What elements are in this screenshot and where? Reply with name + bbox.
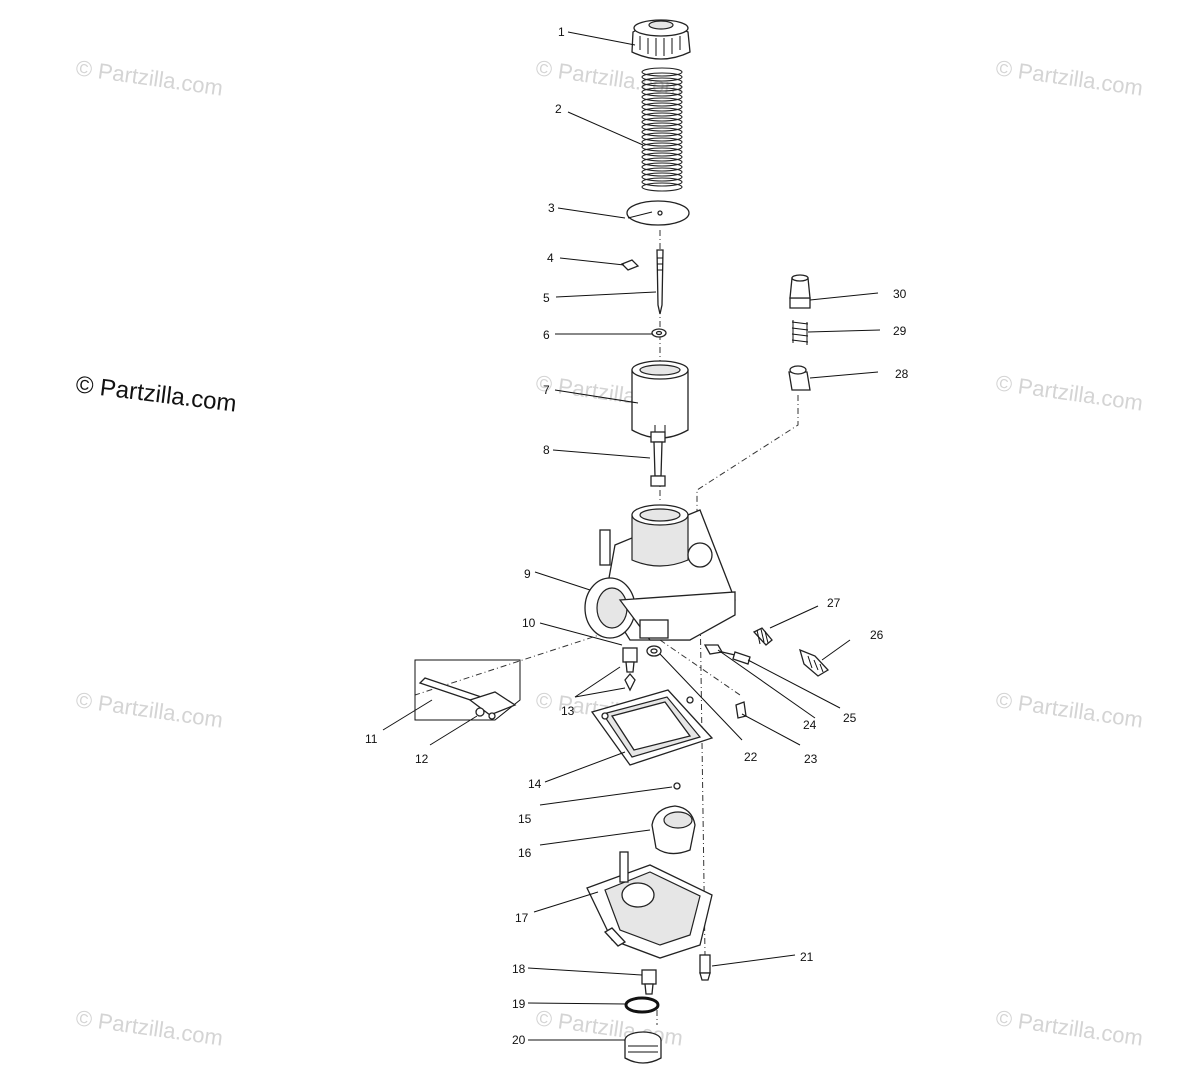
callout-20: 20 xyxy=(512,1033,526,1047)
watermark-faint: © Partzilla.com xyxy=(994,1005,1144,1050)
callout-4: 4 xyxy=(547,251,554,265)
callout-18: 18 xyxy=(512,962,526,976)
callout-layer: 1 2 3 4 5 6 7 8 9 10 11 12 13 14 15 16 1… xyxy=(365,25,909,1047)
callout-27: 27 xyxy=(827,596,841,610)
callout-9: 9 xyxy=(524,567,531,581)
part-pilot-jet xyxy=(624,672,636,692)
watermark-faint: © Partzilla.com xyxy=(74,55,224,100)
part-valve-spring xyxy=(791,320,809,345)
spring-coil xyxy=(641,152,683,162)
spring-coil xyxy=(641,142,683,152)
callout-22: 22 xyxy=(744,750,758,764)
spring-coil xyxy=(641,177,683,187)
part-float-bowl xyxy=(586,851,713,959)
callout-16: 16 xyxy=(518,846,532,860)
part-idle-screw xyxy=(799,648,830,677)
part-bowl-screw xyxy=(699,954,711,981)
callout-14: 14 xyxy=(528,777,542,791)
part-throttle-slide xyxy=(631,360,689,442)
part-float-needle xyxy=(646,645,662,657)
part-o-ring xyxy=(624,996,660,1014)
spring-coil xyxy=(641,132,683,142)
part-adjust-spring xyxy=(752,627,773,646)
spring-coil xyxy=(641,102,683,112)
callout-21: 21 xyxy=(800,950,814,964)
spring-coil xyxy=(641,117,683,127)
spring-coil xyxy=(641,167,683,177)
part-needle xyxy=(656,249,664,315)
callout-8: 8 xyxy=(543,443,550,457)
spring-coil xyxy=(641,127,683,137)
part-carburetor-body xyxy=(584,504,736,641)
part-float xyxy=(651,805,696,855)
callout-24: 24 xyxy=(803,718,817,732)
part-valve-plunger xyxy=(788,365,811,391)
part-gasket xyxy=(590,689,714,766)
callout-13: 13 xyxy=(561,704,575,718)
spring-coil xyxy=(641,182,683,192)
callout-7: 7 xyxy=(543,383,550,397)
part-washer xyxy=(651,328,667,338)
spring-coil xyxy=(641,67,683,77)
spring-coil xyxy=(641,137,683,147)
watermark-main: © Partzilla.com xyxy=(74,371,238,418)
spring-coil xyxy=(641,87,683,97)
part-drain-jet xyxy=(641,969,657,995)
part-drain-plug xyxy=(624,1031,662,1064)
part-valve-top xyxy=(789,274,811,309)
spring-coil xyxy=(641,162,683,172)
leader-lines xyxy=(382,31,881,1041)
part-air-screw xyxy=(703,644,751,665)
spring-coil xyxy=(641,82,683,92)
watermark-faint: © Partzilla.com xyxy=(994,687,1144,732)
watermark-faint: © Partzilla.com xyxy=(74,687,224,732)
spring-coil xyxy=(641,147,683,157)
callout-30: 30 xyxy=(893,287,907,301)
spring-coil xyxy=(641,92,683,102)
callout-15: 15 xyxy=(518,812,532,826)
watermark-faint: © Partzilla.com xyxy=(74,1005,224,1050)
spring-coil xyxy=(641,72,683,82)
spring-coil xyxy=(641,107,683,117)
spring-coil xyxy=(641,77,683,87)
spring-coil xyxy=(641,157,683,167)
part-cap xyxy=(631,19,691,60)
watermark-faint: © Partzilla.com xyxy=(994,55,1144,100)
callout-29: 29 xyxy=(893,324,907,338)
spring-coil xyxy=(641,172,683,182)
callout-3: 3 xyxy=(548,201,555,215)
watermark-faint: © Partzilla.com xyxy=(534,1005,684,1050)
part-spring xyxy=(641,67,683,192)
callout-5: 5 xyxy=(543,291,550,305)
callout-2: 2 xyxy=(555,102,562,116)
callout-23: 23 xyxy=(804,752,818,766)
part-jet-needle xyxy=(650,431,666,487)
callout-11: 11 xyxy=(365,732,378,746)
callout-28: 28 xyxy=(895,367,909,381)
callout-1: 1 xyxy=(558,25,565,39)
watermark-faint: © Partzilla.com xyxy=(994,370,1144,415)
spring-coil xyxy=(641,122,683,132)
callout-10: 10 xyxy=(522,616,536,630)
callout-25: 25 xyxy=(843,711,857,725)
callout-6: 6 xyxy=(543,328,550,342)
part-clip xyxy=(620,259,640,271)
spring-coil xyxy=(641,112,683,122)
part-small-pin xyxy=(673,782,681,790)
callout-26: 26 xyxy=(870,628,884,642)
part-plate xyxy=(626,200,690,226)
callout-17: 17 xyxy=(515,911,529,925)
callout-19: 19 xyxy=(512,997,526,1011)
callout-12: 12 xyxy=(415,752,429,766)
part-main-jet xyxy=(622,647,638,673)
spring-coil xyxy=(641,97,683,107)
